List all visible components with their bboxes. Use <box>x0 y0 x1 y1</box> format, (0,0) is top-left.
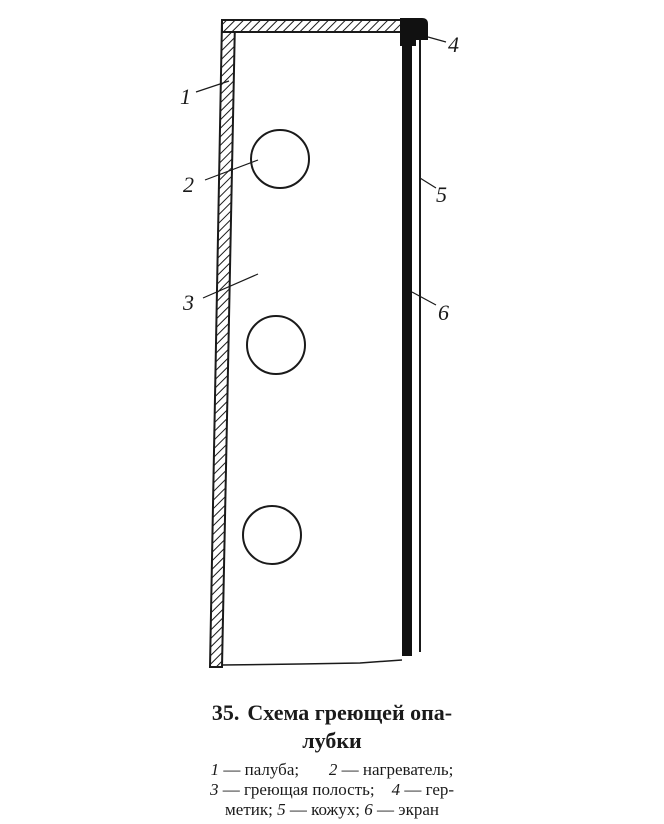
leader-line-2 <box>204 159 259 181</box>
cavity-bottom-edge <box>221 659 403 666</box>
deck-left-wall <box>208 19 237 668</box>
label-1: 1 <box>180 84 191 109</box>
legend-text-1: — палуба; <box>223 760 300 779</box>
legend-num-4: 4 <box>391 780 401 799</box>
heater-circle-top <box>250 129 310 189</box>
figure-title-line-2: лубки <box>302 728 362 753</box>
label-2: 2 <box>183 172 194 197</box>
legend-num-1: 1 <box>210 760 220 779</box>
figure-caption-line-2: лубки <box>0 728 664 754</box>
figure-title-line-1: Схема греющей опа- <box>247 700 453 725</box>
leader-line-1 <box>195 80 230 93</box>
deck-top-strip <box>221 19 411 33</box>
legend-num-6: 6 <box>364 800 373 819</box>
legend-text-4b: метик; <box>225 800 273 819</box>
legend-line-1: 1 — палуба; 2 — нагреватель; <box>0 760 664 780</box>
legend-num-3: 3 <box>209 780 219 799</box>
label-5: 5 <box>436 182 447 207</box>
legend-line-2: 3 — греющая полость; 4 — гер- <box>0 780 664 800</box>
leader-line-3 <box>202 273 259 299</box>
legend-text-4: — гер- <box>404 780 455 799</box>
legend-line-3: метик; 5 — кожух; 6 — экран <box>0 800 664 820</box>
legend-num-5: 5 <box>277 800 286 819</box>
heater-circle-bottom <box>242 505 302 565</box>
label-4: 4 <box>448 32 459 57</box>
leader-line-5 <box>419 177 437 189</box>
legend-text-3: — греющая полость; <box>222 780 375 799</box>
leader-line-6 <box>411 291 437 306</box>
legend-num-2: 2 <box>328 760 338 779</box>
figure-number: 35. <box>211 700 240 725</box>
leader-line-4 <box>427 36 447 43</box>
label-3: 3 <box>182 290 194 315</box>
legend-text-6: — экран <box>377 800 439 819</box>
legend-text-5: — кожух; <box>289 800 361 819</box>
label-6: 6 <box>438 300 449 325</box>
sealant-block <box>400 18 428 46</box>
formwork-diagram: 1 2 3 4 5 6 <box>180 18 459 668</box>
legend-text-2: — нагреватель; <box>341 760 454 779</box>
screen-bar <box>402 26 412 656</box>
figure-caption-line-1: 35. Схема греющей опа- <box>0 700 664 726</box>
heater-circle-middle <box>246 315 306 375</box>
